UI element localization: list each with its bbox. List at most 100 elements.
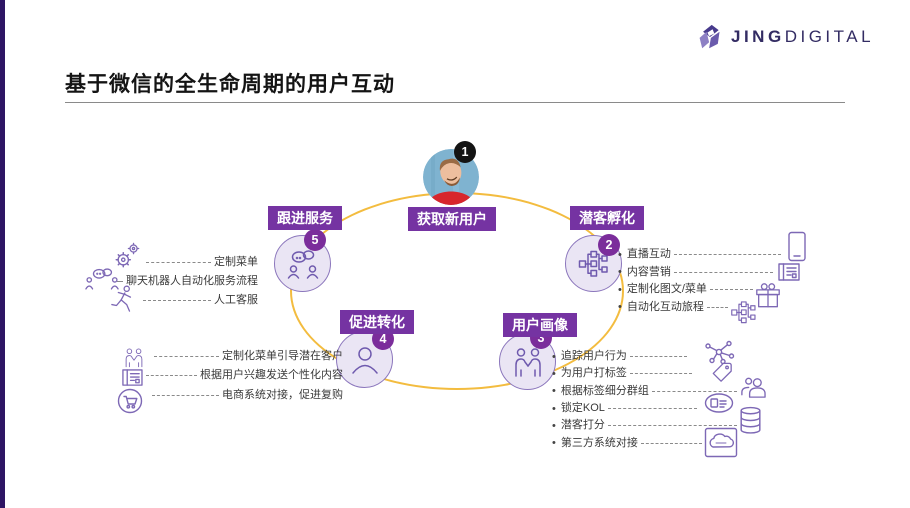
salesforce-icon	[704, 427, 738, 458]
list-item-label: 自动化互动旅程	[626, 300, 704, 313]
stage-label-service: 跟进服务	[268, 206, 342, 230]
dash-connector	[607, 408, 697, 410]
stage-label-profile: 用户画像	[503, 313, 577, 337]
handshake-icon	[121, 347, 147, 368]
brand-name-bold: JING	[731, 27, 785, 46]
stage-label-nurture: 潜客孵化	[570, 206, 644, 230]
stage-2-number: 2	[605, 238, 613, 252]
list-item: 定制化图文/菜单	[618, 281, 756, 299]
tag-icon	[711, 361, 733, 384]
handshake-people-icon	[514, 347, 541, 377]
dash-connector	[629, 373, 692, 375]
flowchart-icon	[578, 250, 608, 277]
list-item-label: 聊天机器人自动化服务流程	[126, 275, 258, 287]
brand-logo: JINGDIGITAL	[697, 24, 874, 50]
dash-connector	[607, 425, 737, 427]
page-title: 基于微信的全生命周期的用户互动	[65, 73, 395, 96]
bullet	[552, 368, 561, 380]
list-item-label: 电商系统对接，促进复购	[222, 388, 343, 401]
list-item: 聊天机器人自动化服务流程	[85, 272, 258, 291]
database-icon	[739, 406, 762, 435]
list-item-label: 潜客打分	[560, 419, 605, 432]
list-item: 定制化菜单引导潜在客户	[115, 347, 343, 366]
bullet	[618, 249, 627, 261]
list-item: 追踪用户行为	[552, 348, 690, 365]
profile-feature-list: 追踪用户行为 为用户打标签 根据标签细分群组 锁定KOL 潜客打分 第三方系统对…	[552, 348, 740, 452]
gift-icon	[754, 281, 782, 310]
list-item: 第三方系统对接	[552, 434, 705, 451]
dash-connector	[146, 262, 211, 263]
bullet	[552, 351, 561, 363]
stage-label-convert: 促进转化	[340, 310, 414, 334]
list-item: 根据标签细分群组	[552, 383, 740, 400]
list-item-label: 定制菜单	[214, 256, 258, 268]
list-item-label: 为用户打标签	[560, 367, 627, 380]
stage-2-badge: 2	[598, 234, 620, 256]
dash-connector	[154, 356, 219, 358]
list-item: 人工客服	[85, 291, 258, 310]
dash-connector	[651, 390, 737, 392]
stage-1-badge: 1	[454, 141, 476, 163]
bullet	[552, 403, 561, 415]
stage-4-number: 4	[379, 332, 387, 346]
list-item-label: 内容营销	[626, 265, 671, 278]
list-item-label: 第三方系统对接	[560, 436, 638, 449]
chatbot-icon	[85, 267, 119, 290]
cart-icon	[117, 388, 143, 414]
stage-3-number: 3	[537, 331, 545, 345]
list-item: 直播互动	[618, 246, 784, 264]
list-item-label: 直播互动	[626, 248, 671, 261]
convert-feature-list: 定制化菜单引导潜在客户 根据用户兴趣发送个性化内容 电商系统对接，促进复购	[115, 347, 343, 405]
list-item-label: 根据用户兴趣发送个性化内容	[200, 369, 343, 382]
dash-connector	[143, 300, 211, 301]
dash-connector	[152, 394, 219, 396]
nurture-feature-list: 直播互动 内容营销 定制化图文/菜单 自动化互动旅程	[618, 246, 784, 316]
dash-connector	[640, 442, 702, 444]
list-item: 为用户打标签	[552, 365, 695, 382]
left-accent-bar	[0, 0, 5, 508]
dash-connector	[673, 271, 773, 273]
list-item: 根据用户兴趣发送个性化内容	[115, 366, 343, 385]
chat-people-icon	[287, 249, 318, 279]
list-item-label: 追踪用户行为	[560, 350, 627, 363]
people-group-icon	[739, 376, 766, 398]
dash-connector	[146, 375, 197, 377]
bullet	[552, 420, 561, 432]
list-item: 潜客打分	[552, 417, 740, 434]
list-item: 锁定KOL	[552, 400, 700, 417]
brand-name: JINGDIGITAL	[731, 27, 874, 47]
flowchart-icon	[730, 299, 758, 326]
dash-connector	[629, 356, 687, 358]
bullet	[552, 437, 561, 449]
smartphone-icon	[786, 231, 808, 263]
stage-1-number: 1	[461, 145, 469, 159]
newspaper-icon	[775, 262, 801, 283]
list-item-label: 定制化菜单引导潜在客户	[222, 350, 343, 363]
title-divider	[65, 102, 845, 103]
list-item-label: 人工客服	[214, 294, 258, 306]
stage-5-number: 5	[311, 233, 319, 247]
list-item-label: 根据标签细分群组	[560, 384, 649, 397]
network-icon	[704, 340, 735, 364]
brand-name-light: DIGITAL	[784, 27, 875, 46]
jingdigital-logo-icon	[697, 24, 723, 50]
stage-label-acquire: 获取新用户	[408, 207, 496, 231]
bullet	[618, 284, 627, 296]
bullet	[552, 385, 561, 397]
runner-icon	[110, 285, 136, 313]
kol-badge-icon	[704, 393, 734, 413]
gears-icon	[113, 242, 141, 270]
list-item: 定制菜单	[85, 253, 258, 272]
person-icon	[351, 346, 378, 374]
bullet	[618, 266, 627, 278]
dash-connector	[117, 281, 123, 282]
newspaper-icon	[119, 368, 144, 388]
list-item: 自动化互动旅程	[618, 299, 731, 317]
list-item-label: 定制化图文/菜单	[626, 283, 707, 296]
stage-5-badge: 5	[304, 229, 326, 251]
dash-connector	[673, 254, 781, 256]
dash-connector	[706, 306, 728, 308]
list-item: 电商系统对接，促进复购	[115, 386, 343, 405]
list-item-label: 锁定KOL	[560, 402, 605, 415]
dash-connector	[709, 289, 753, 291]
